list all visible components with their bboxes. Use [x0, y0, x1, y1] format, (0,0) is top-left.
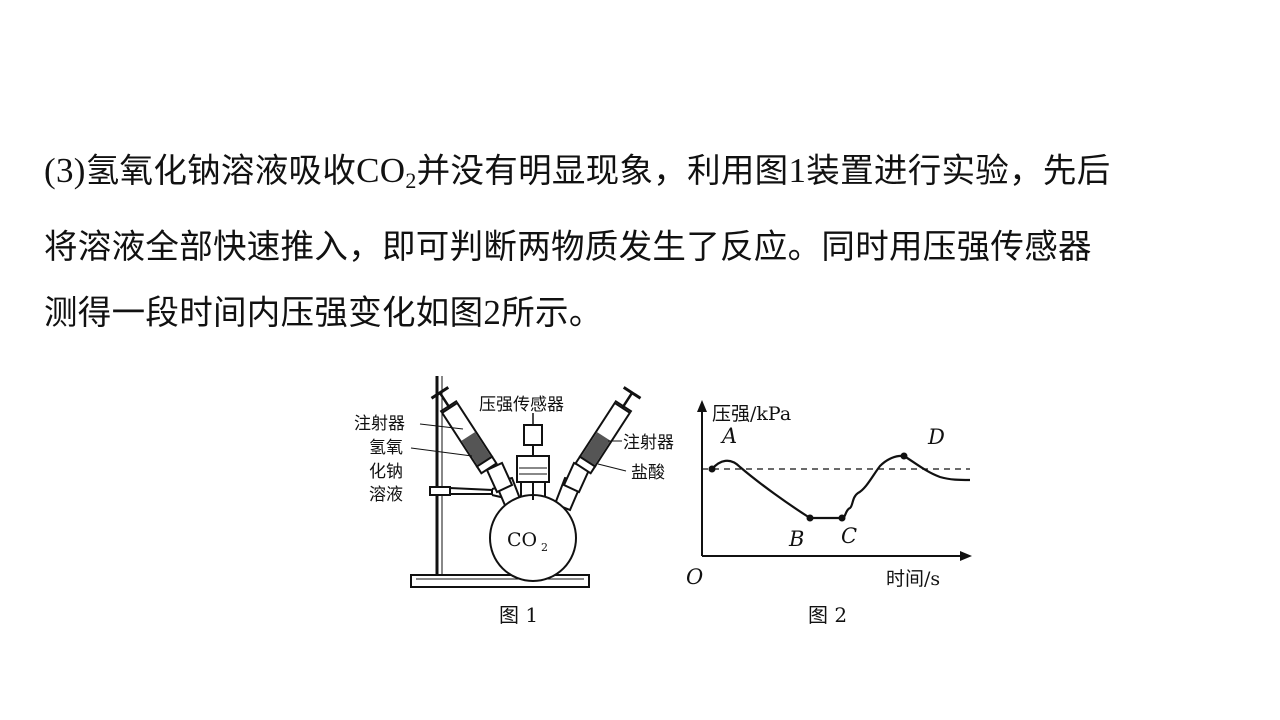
flask-gas-subscript: 2 [541, 541, 548, 554]
y-axis-label: 压强/kPa [712, 403, 791, 425]
point-b-label: B [788, 527, 804, 551]
co2-subscript: 2 [405, 168, 417, 193]
point-c-marker [838, 514, 846, 522]
figure-ref: 1 [788, 151, 807, 190]
flask-gas-label: CO [507, 529, 537, 551]
question-number: (3) [44, 151, 86, 190]
pressure-sensor [523, 413, 543, 500]
question-text: 氢氧化钠溶液吸收 [85, 151, 357, 190]
point-a-label: A [720, 424, 737, 448]
question-text: 装置进行实验，先后 [806, 151, 1111, 190]
question-line-1: (3)氢氧化钠溶液吸收CO2并没有明显现象，利用图1装置进行实验，先后 [44, 138, 1244, 214]
figure-ref: 2 [483, 293, 502, 332]
chart-axes [697, 400, 972, 561]
apparatus-figure: CO 2 注射器 氢氧 化钠 溶液 压强传感器 注射器 盐酸 图 1 [354, 376, 674, 627]
label-pressure-sensor: 压强传感器 [479, 395, 564, 415]
label-pointers [410, 423, 627, 472]
origin-label: O [686, 565, 703, 589]
label-syringe-right: 注射器 [623, 433, 674, 453]
point-c-label: C [841, 524, 857, 548]
question-text: 将溶液全部快速推入，即可判断两物质发生了反应。同时用压强传感器 [44, 227, 1092, 266]
right-syringe [574, 386, 642, 475]
label-syringe-left: 注射器 [354, 414, 405, 434]
question-paragraph: (3)氢氧化钠溶液吸收CO2并没有明显现象，利用图1装置进行实验，先后 将溶液全… [44, 138, 1244, 346]
question-text: 并没有明显现象，利用图 [416, 151, 789, 190]
figure1-caption: 图 1 [499, 603, 538, 627]
point-b-marker [806, 514, 814, 522]
label-naoh-1: 氢氧 [369, 438, 403, 458]
left-syringe [430, 386, 498, 475]
question-text: 所示。 [501, 293, 603, 332]
x-axis-label: 时间/s [886, 568, 940, 590]
x-axis-arrow [960, 551, 972, 561]
three-neck-flask [485, 455, 591, 582]
figure2-caption: 图 2 [808, 603, 847, 627]
pressure-chart: A B C D O 压强/kPa 时间/s 图 2 [686, 400, 972, 627]
question-line-2: 将溶液全部快速推入，即可判断两物质发生了反应。同时用压强传感器 [44, 214, 1244, 280]
label-naoh-2: 化钠 [369, 462, 403, 482]
y-axis-arrow [697, 400, 707, 412]
point-d-marker [900, 452, 908, 460]
question-line-3: 测得一段时间内压强变化如图2所示。 [44, 280, 1244, 346]
label-hydrochloric-acid: 盐酸 [631, 463, 665, 483]
point-d-label: D [927, 425, 945, 449]
co2-formula: CO [356, 151, 406, 190]
label-naoh-3: 溶液 [369, 485, 403, 505]
point-a-marker [708, 465, 716, 473]
pressure-curve [711, 454, 971, 520]
question-text: 测得一段时间内压强变化如图 [44, 293, 484, 332]
